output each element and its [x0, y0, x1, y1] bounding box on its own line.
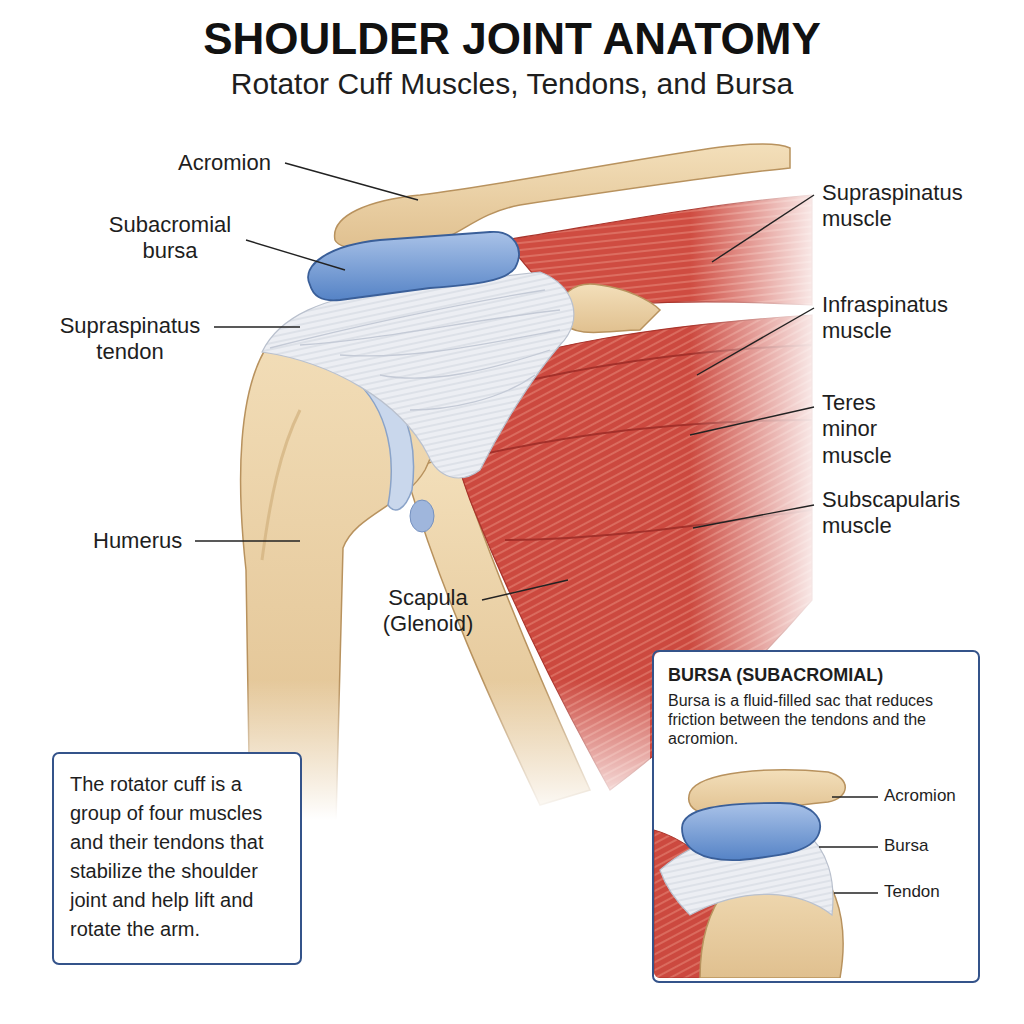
box-body: The rotator cuff is a group of four musc…: [70, 770, 284, 944]
inset-illustration: [654, 652, 978, 978]
box-body: Bursa is a fluid-filled sac that reduces…: [668, 691, 964, 749]
info-panel: BURSA (SUBACROMIAL) Bursa is a fluid-fill…: [652, 650, 980, 983]
part-label: Teres minor muscle: [822, 390, 892, 469]
inset-label: Bursa: [884, 836, 928, 856]
labrum: [410, 500, 434, 532]
part-label: Supraspinatus muscle: [822, 180, 963, 233]
cuff-tendon: [262, 272, 574, 478]
humerus-shading: [262, 410, 300, 560]
note-box: The rotator cuff is a group of four musc…: [52, 752, 302, 965]
part-label: Scapula (Glenoid): [383, 585, 473, 638]
page-title: SHOULDER JOINT ANATOMY: [0, 14, 1024, 64]
inset-label: Acromion: [884, 786, 956, 806]
tendon-fibres: [270, 290, 560, 410]
part-label: Acromion: [178, 150, 271, 176]
part-label: Subscapularis muscle: [822, 487, 960, 540]
part-label: Subacromial bursa: [109, 212, 231, 265]
inset-label: Tendon: [884, 882, 940, 902]
box-heading: BURSA (SUBACROMIAL): [668, 664, 964, 687]
subacromial-bursa: [308, 232, 519, 300]
part-label: Infraspinatus muscle: [822, 292, 948, 345]
subtitle: Rotator Cuff Muscles, Tendons, and Bursa: [0, 66, 1024, 102]
part-label: Humerus: [93, 528, 182, 554]
part-label: Supraspinatus tendon: [60, 313, 201, 366]
coracoid-bone: [559, 284, 660, 332]
